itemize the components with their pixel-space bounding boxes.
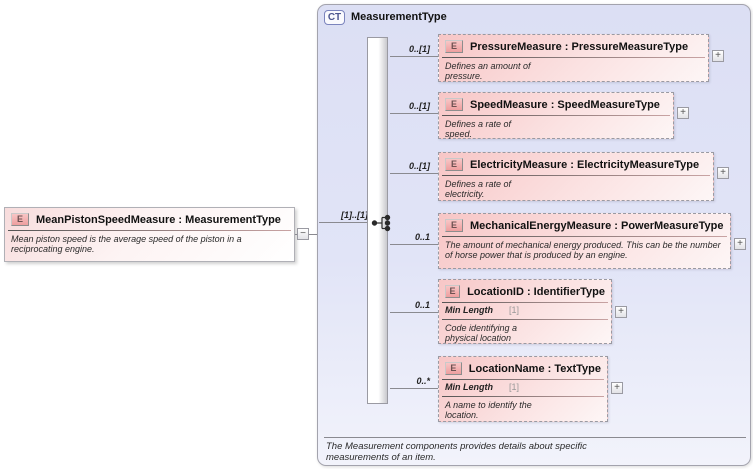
divider (442, 175, 710, 176)
complex-type-badge: CT (324, 10, 345, 25)
divider (442, 236, 727, 237)
element-doc: Code identifying a physical location (445, 323, 518, 343)
element-doc: Mean piston speed is the average speed o… (11, 234, 242, 254)
element-header: E SpeedMeasure : SpeedMeasureType (439, 93, 673, 111)
element-title: LocationName : TextType (468, 362, 601, 375)
cardinality-label: 0..[1] (408, 101, 430, 111)
cardinality-label: 0..* (416, 376, 430, 386)
element-location-id[interactable]: E LocationID : IdentifierType Min Length… (438, 279, 612, 344)
connector-line (390, 312, 438, 313)
expand-toggle[interactable]: + (734, 238, 746, 250)
divider (324, 437, 746, 438)
element-doc: Defines an amount of pressure. (445, 61, 531, 81)
element-location-name[interactable]: E LocationName : TextType Min Length[1] … (438, 356, 608, 422)
facet-value: [1] (509, 305, 520, 315)
divider (442, 379, 604, 380)
element-pressure-measure[interactable]: E PressureMeasure : PressureMeasureType … (438, 34, 709, 82)
element-doc: A name to identify the location. (445, 400, 532, 420)
collapse-toggle[interactable]: − (297, 228, 309, 240)
connector-line (390, 173, 438, 174)
divider (442, 115, 670, 116)
facet-row: Min Length [1] (445, 382, 607, 392)
cardinality-label: 0..1 (414, 232, 430, 242)
divider (442, 302, 608, 303)
element-electricity-measure[interactable]: E ElectricityMeasure : ElectricityMeasur… (438, 152, 714, 201)
element-title: SpeedMeasure : SpeedMeasureType (470, 98, 660, 111)
element-doc: Defines a rate of electricity. (445, 179, 512, 199)
element-title: MechanicalEnergyMeasure : PowerMeasureTy… (470, 219, 724, 232)
facet-name: Min Length (445, 305, 493, 315)
element-title: PressureMeasure : PressureMeasureType (470, 40, 689, 53)
element-speed-measure[interactable]: E SpeedMeasure : SpeedMeasureType Define… (438, 92, 674, 139)
element-title: ElectricityMeasure : ElectricityMeasureT… (470, 158, 700, 171)
expand-toggle[interactable]: + (677, 107, 689, 119)
cardinality-label: 0..[1] (408, 44, 430, 54)
element-header: E LocationID : IdentifierType (439, 280, 611, 298)
element-mean-piston-speed-measure[interactable]: E MeanPistonSpeedMeasure : MeasurementTy… (4, 207, 295, 262)
divider (8, 230, 291, 231)
divider (442, 396, 604, 397)
facet-name: Min Length (445, 382, 493, 392)
element-icon: E (445, 362, 462, 375)
sequence-icon (371, 214, 391, 232)
compositor-cardinality: [1]..[1] (341, 210, 368, 220)
divider (442, 319, 608, 320)
expand-toggle[interactable]: + (712, 50, 724, 62)
element-header: E LocationName : TextType (439, 357, 607, 375)
complex-type-annotation: The Measurement components provides deta… (326, 441, 587, 463)
facet-value: [1] (509, 382, 520, 392)
element-header: E MeanPistonSpeedMeasure : MeasurementTy… (5, 208, 294, 226)
element-doc: Defines a rate of speed. (445, 119, 512, 139)
element-icon: E (445, 98, 463, 111)
expand-toggle[interactable]: + (615, 306, 627, 318)
element-icon: E (445, 158, 463, 171)
connector-line (390, 388, 438, 389)
element-header: E ElectricityMeasure : ElectricityMeasur… (439, 153, 713, 171)
divider (442, 57, 705, 58)
connector-line (319, 222, 375, 223)
cardinality-label: 0..[1] (408, 161, 430, 171)
connector-line (390, 56, 438, 57)
facet-row: Min Length [1] (445, 305, 611, 315)
element-icon: E (445, 285, 461, 298)
element-mechanical-energy-measure[interactable]: E MechanicalEnergyMeasure : PowerMeasure… (438, 213, 731, 269)
element-icon: E (11, 213, 29, 226)
element-title: LocationID : IdentifierType (467, 285, 605, 298)
element-title: MeanPistonSpeedMeasure : MeasurementType (36, 213, 281, 226)
connector-line (390, 244, 438, 245)
connector-line (390, 113, 438, 114)
element-icon: E (445, 40, 463, 53)
element-icon: E (445, 219, 463, 232)
expand-toggle[interactable]: + (717, 167, 729, 179)
cardinality-label: 0..1 (414, 300, 430, 310)
complex-type-title: MeasurementType (351, 11, 447, 23)
complex-type-panel: CT MeasurementType [1]..[1] 0..[1] 0..[1… (317, 4, 751, 466)
element-header: E PressureMeasure : PressureMeasureType (439, 35, 708, 53)
expand-toggle[interactable]: + (611, 382, 623, 394)
element-doc: The amount of mechanical energy produced… (445, 240, 721, 260)
element-header: E MechanicalEnergyMeasure : PowerMeasure… (439, 214, 730, 232)
